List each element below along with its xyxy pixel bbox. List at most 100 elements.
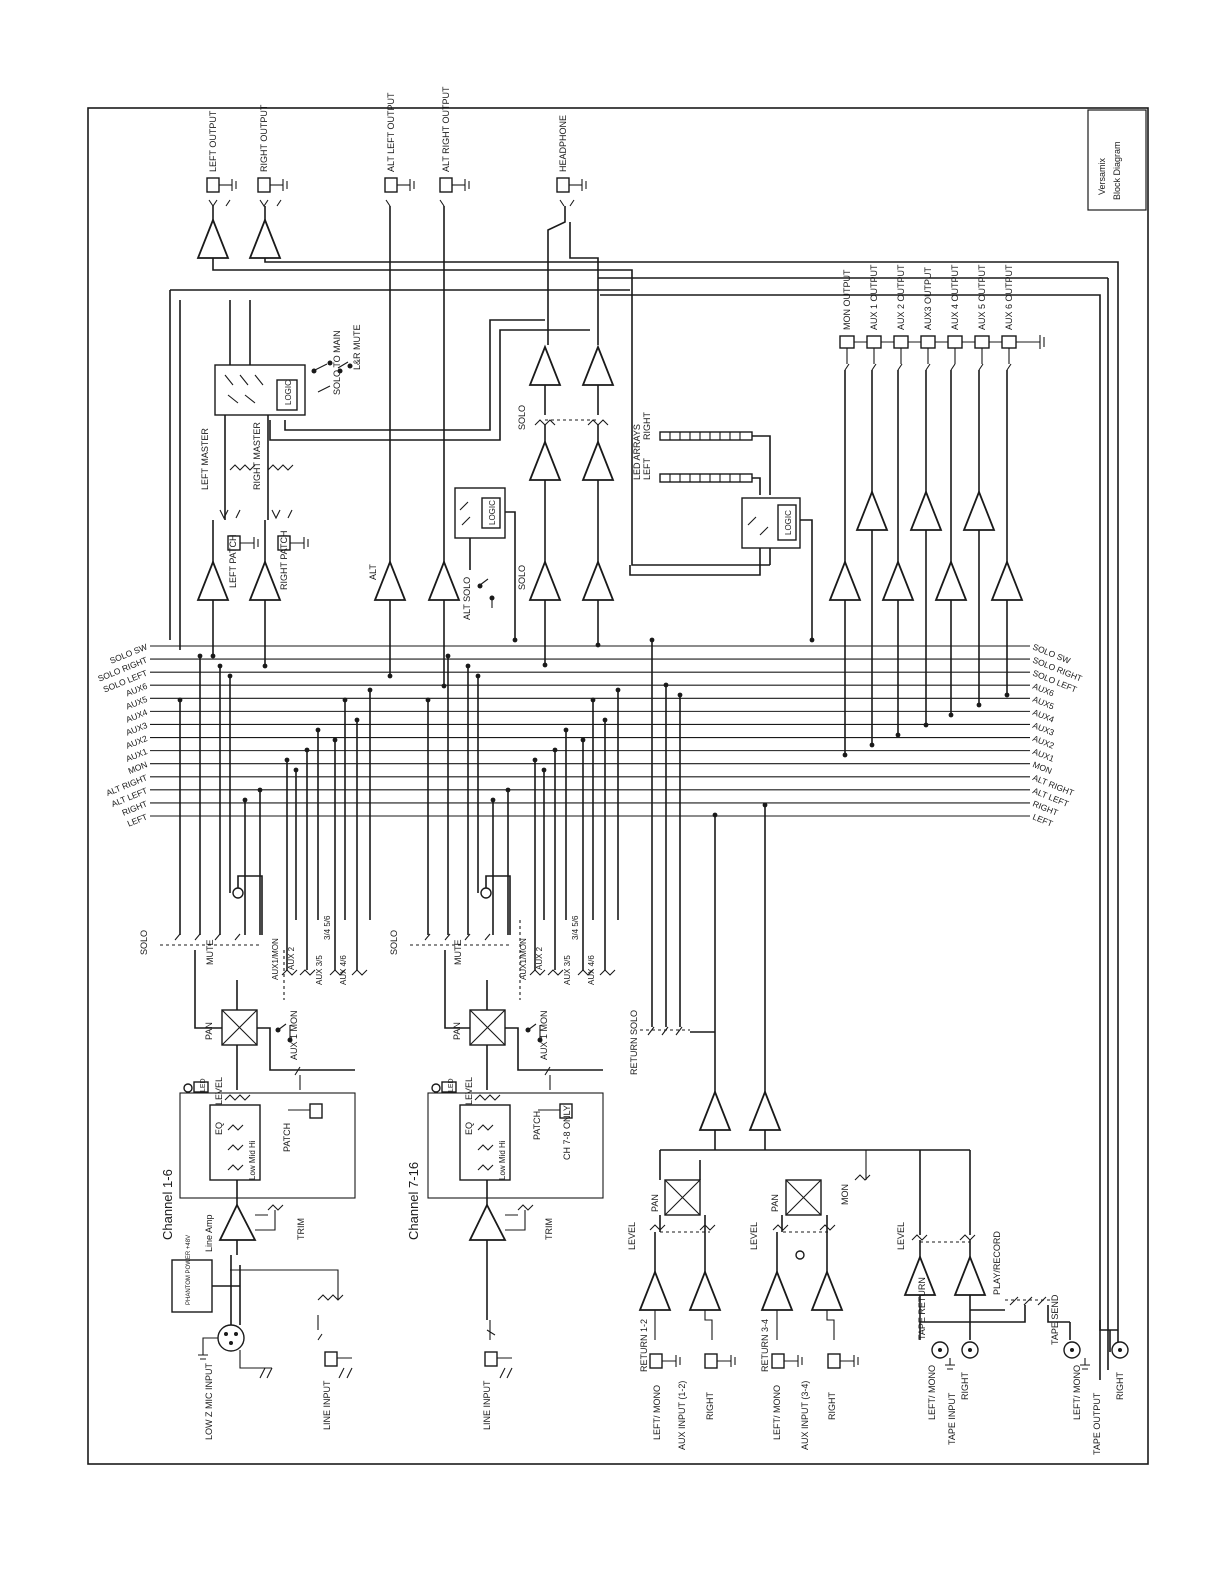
title-block: Versamix Block Diagram bbox=[1087, 109, 1147, 211]
return-level-label-1: LEVEL bbox=[627, 1222, 637, 1250]
aux-output-label-5: AUX 5 OUTPUT bbox=[977, 264, 987, 330]
line-input-label-b: LINE INPUT bbox=[482, 1380, 492, 1430]
aux-output-amps bbox=[828, 363, 1024, 755]
alt-right-amp bbox=[427, 559, 461, 601]
master-logic-label: LOGIC bbox=[284, 380, 293, 405]
solo-left-amp-2 bbox=[528, 439, 562, 481]
return-pan-label-2: PAN bbox=[770, 1194, 780, 1212]
line-amp-a bbox=[218, 1202, 257, 1241]
lr-mute-label: L&R MUTE bbox=[352, 324, 362, 370]
level-label-a: LEVEL bbox=[214, 1077, 224, 1105]
aux1-mon-label-a: AUX 1 MON bbox=[289, 1010, 299, 1060]
aux-output-label-1: AUX 1 OUTPUT bbox=[869, 264, 879, 330]
tape-section: LEVEL PLAY/RECORD TAPE RETURN TAPE SEND … bbox=[896, 1150, 1129, 1455]
sel-label-a: 3/4 5/6 bbox=[323, 915, 332, 940]
page-frame bbox=[87, 107, 1149, 1465]
led-label-a: LED bbox=[200, 1078, 207, 1092]
trim-label-a: TRIM bbox=[296, 1218, 306, 1240]
return-level-label-2: LEVEL bbox=[749, 1222, 759, 1250]
alt-left-amp bbox=[373, 559, 407, 601]
right-output-jack: RIGHT OUTPUT bbox=[257, 104, 288, 193]
mute-label-b: MUTE bbox=[453, 940, 463, 966]
solo-left-amp-1 bbox=[528, 559, 562, 601]
right-output-amp bbox=[248, 217, 282, 259]
left-master-pot bbox=[229, 464, 256, 471]
tape-output-label: TAPE OUTPUT bbox=[1092, 1392, 1102, 1455]
aux-output-label-6: AUX 6 OUTPUT bbox=[1004, 264, 1014, 330]
right-main-amp bbox=[248, 559, 282, 601]
tape-input-left-mono: LEFT/ MONO bbox=[927, 1365, 937, 1420]
return-solo-label: RETURN SOLO bbox=[629, 1010, 639, 1075]
right-master-label: RIGHT MASTER bbox=[252, 422, 262, 490]
led-arrays-label: LED ARRAYS bbox=[632, 424, 642, 480]
pan-label-a: PAN bbox=[204, 1022, 214, 1040]
channel-1-6: Channel 1-6 LOW Z MIC INPUT PHANTOM POWE… bbox=[139, 656, 371, 1440]
play-record-label: PLAY/RECORD bbox=[992, 1231, 1002, 1295]
return34-right: RIGHT bbox=[827, 1392, 837, 1421]
headphone-label: HEADPHONE bbox=[558, 115, 568, 172]
return12-label: RETURN 1-2 bbox=[639, 1319, 649, 1372]
ch78-label: CH 7-8 ONLY bbox=[562, 1105, 572, 1160]
channel-a-title: Channel 1-6 bbox=[160, 1169, 175, 1240]
alt-left-output-label: ALT LEFT OUTPUT bbox=[386, 92, 396, 172]
aux2-label-b: AUX 2 bbox=[535, 946, 544, 970]
alt-label: ALT bbox=[368, 564, 378, 580]
solo-label-a: SOLO bbox=[139, 930, 149, 955]
phantom-label: PHANTOM POWER +48V bbox=[186, 1235, 192, 1305]
top-outputs: LEFT OUTPUT RIGHT OUTPUT ALT LEFT OUTPUT… bbox=[196, 86, 599, 580]
alt-logic-label: LOGIC bbox=[488, 500, 497, 525]
aux46-label-b: AUX 4/6 bbox=[587, 955, 596, 985]
return34-amp-l bbox=[760, 1269, 794, 1311]
aux1mon-label-a: AUX1/MON bbox=[271, 938, 280, 980]
left-output-label: LEFT OUTPUT bbox=[208, 110, 218, 172]
eq-bands-a: Low Mid Hi bbox=[248, 1140, 257, 1180]
sel-label-b: 3/4 5/6 bbox=[571, 915, 580, 940]
aux-input-34-label: AUX INPUT (3-4) bbox=[800, 1381, 810, 1450]
low-z-mic-input-label: LOW Z MIC INPUT bbox=[204, 1363, 214, 1440]
tape-return-jack-l bbox=[931, 1341, 949, 1359]
led-right-label: RIGHT bbox=[642, 412, 652, 441]
line-input-jack-a bbox=[324, 1351, 338, 1367]
aux35-label-a: AUX 3/5 bbox=[315, 955, 324, 985]
aux-output-jacks: MON OUTPUT AUX 1 OUTPUT AUX 2 OUTPUT AUX… bbox=[839, 264, 1045, 364]
master-section: LOGIC SOLO TO MAIN L&R MUTE LEFT MASTER … bbox=[169, 258, 1119, 1380]
return-pan-label-1: PAN bbox=[650, 1194, 660, 1212]
return-sum-amp-l bbox=[698, 1089, 732, 1131]
title-line2: Block Diagram bbox=[1112, 141, 1122, 200]
line-amp-b bbox=[468, 1202, 507, 1241]
alt-right-output-jack: ALT RIGHT OUTPUT bbox=[439, 86, 470, 193]
right-patch-label: RIGHT PATCH bbox=[279, 530, 289, 590]
tape-return-jack-r bbox=[961, 1341, 979, 1359]
left-patch-label: LEFT PATCH bbox=[228, 534, 238, 588]
return12-amp-l bbox=[638, 1269, 672, 1311]
tape-return-label: TAPE RETURN bbox=[917, 1277, 927, 1340]
aux-input-12-label: AUX INPUT (1-2) bbox=[677, 1381, 687, 1450]
channel-b-title: Channel 7-16 bbox=[406, 1162, 421, 1240]
left-master-label: LEFT MASTER bbox=[200, 428, 210, 490]
alt-left-output-jack: ALT LEFT OUTPUT bbox=[384, 92, 415, 193]
return34-amp-r bbox=[810, 1269, 844, 1311]
right-master-pot bbox=[267, 464, 294, 471]
right-output-label: RIGHT OUTPUT bbox=[259, 104, 269, 172]
line-input-label-a: LINE INPUT bbox=[322, 1380, 332, 1430]
title-line1: Versamix bbox=[1097, 157, 1107, 195]
aux1mon-label-b: AUX1/MON bbox=[519, 938, 528, 980]
solo-label-2: SOLO bbox=[517, 405, 527, 430]
led-left-label: LEFT bbox=[642, 457, 652, 480]
solo-label-b: SOLO bbox=[389, 930, 399, 955]
return12-left-mono: LEFT/ MONO bbox=[652, 1385, 662, 1440]
eq-bands-b: Low Mid Hi bbox=[498, 1140, 507, 1180]
aux-output-label-2: AUX 2 OUTPUT bbox=[896, 264, 906, 330]
aux2-label-a: AUX 2 bbox=[287, 946, 296, 970]
led-label-b: LED bbox=[448, 1078, 455, 1092]
solo-label-1: SOLO bbox=[517, 565, 527, 590]
solo-to-main-label: SOLO TO MAIN bbox=[332, 330, 342, 395]
returns-section: RETURN SOLO PAN PAN MON LEVEL LEVEL bbox=[627, 640, 970, 1450]
tape-return-amp-r bbox=[953, 1254, 987, 1296]
headphone-right-amp bbox=[581, 344, 615, 386]
mute-label-a: MUTE bbox=[205, 940, 215, 966]
trim-label-b: TRIM bbox=[544, 1218, 554, 1240]
solo-right-amp-1 bbox=[581, 559, 615, 601]
pan-label-b: PAN bbox=[452, 1022, 462, 1040]
